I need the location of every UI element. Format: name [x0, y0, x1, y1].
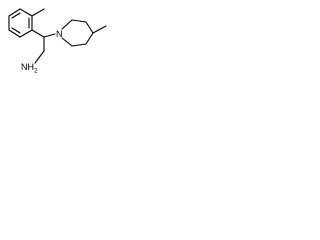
ring-double-bond [11, 27, 21, 34]
nitrogen-label: N [56, 29, 63, 39]
aryl-ch-bond [31, 29, 45, 38]
ring-bond [61, 37, 73, 47]
aryl-methyl-bond [31, 8, 45, 17]
ch2-amine-bond [34, 50, 45, 64]
benzene-ring [8, 8, 33, 38]
ring-bond [8, 29, 21, 38]
ring-bond [61, 19, 73, 30]
ring-bond [19, 8, 33, 17]
ring-bond [71, 19, 87, 23]
ring-double-bond [11, 12, 21, 19]
ch-n-bond [43, 33, 56, 38]
ring-bond [85, 21, 94, 34]
ring-bond [8, 8, 21, 17]
amine-subscript: 2 [34, 68, 38, 75]
piperidine-methyl-bond [92, 25, 107, 34]
piperidine-ring [61, 19, 94, 47]
amine-label: NH2 [21, 62, 38, 75]
ring-bond [85, 32, 94, 45]
ring-bond [71, 43, 87, 47]
amine-label-text: NH [21, 62, 34, 72]
molecule-canvas: N NH2 [0, 0, 124, 82]
chemical-structure-diagram: N NH2 [8, 8, 107, 75]
ring-bond [19, 29, 33, 38]
